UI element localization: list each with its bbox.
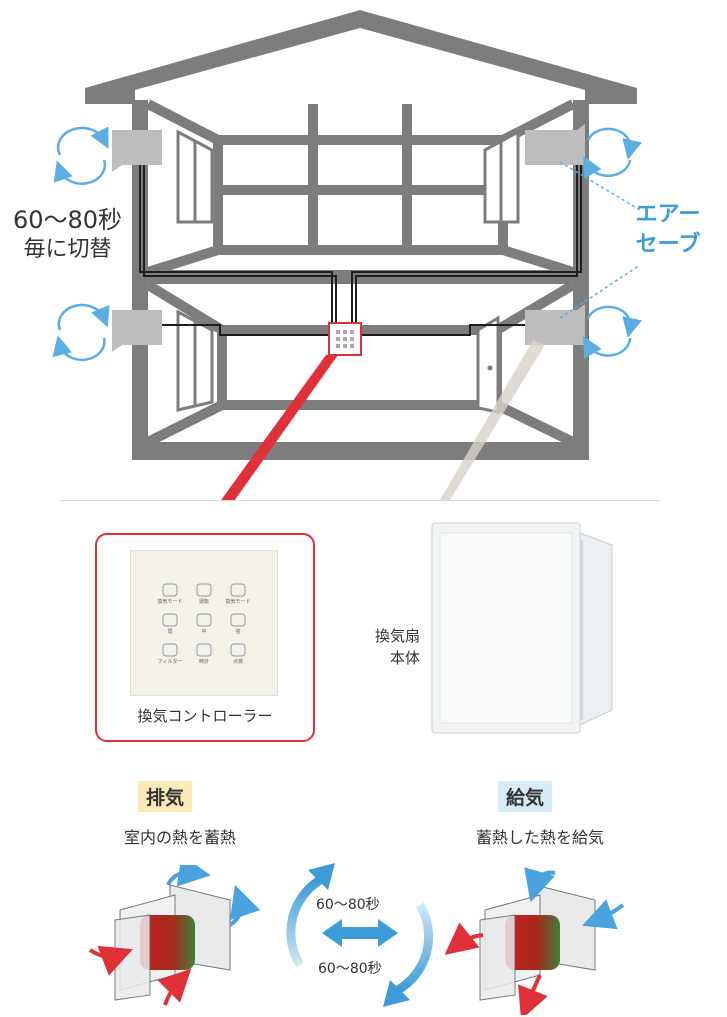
airsave-label: エアー セーブ xyxy=(618,200,718,260)
supply-subtitle: 蓄熱した熱を給気 xyxy=(475,828,604,847)
airsave-leaders xyxy=(559,161,641,319)
controller-button-icon xyxy=(162,583,178,597)
supply-unit-illustration xyxy=(445,867,625,1015)
foundation xyxy=(132,442,589,460)
windows xyxy=(176,129,520,414)
controller-marker-dots xyxy=(336,330,354,348)
upper-room xyxy=(145,99,576,277)
roof xyxy=(85,10,637,104)
cycle-arrows xyxy=(286,863,434,1007)
fan-label: 換気扇 本体 xyxy=(340,625,420,669)
controller-callout xyxy=(221,355,338,500)
fan-unit xyxy=(431,522,613,734)
controller-button-label: 運転 xyxy=(199,599,209,605)
controller-button-label: 中 xyxy=(201,628,206,635)
controller-button-label: 時計 xyxy=(199,658,209,665)
controller-button-label: フィルター xyxy=(158,658,183,665)
controller-button-icon xyxy=(230,613,246,627)
controller-label: 換気コントローラー xyxy=(137,707,273,725)
exhaust-subtitle: 室内の熱を蓄熱 xyxy=(123,828,236,847)
controller-button-icon xyxy=(230,643,246,657)
cycle-time-top: 60〜80秒 xyxy=(316,897,380,913)
section-divider xyxy=(60,500,660,501)
cycle-label-line1: 60〜80秒 xyxy=(12,206,123,234)
cycle-label-line2: 毎に切替 xyxy=(23,237,112,262)
fan-label-line1: 換気扇 xyxy=(374,627,420,645)
cycle-label: 60〜80秒 毎に切替 xyxy=(0,205,135,265)
airsave-label-line1: エアー xyxy=(635,202,701,227)
controller-button-icon xyxy=(196,613,212,627)
controller-button-icon xyxy=(230,583,246,597)
rotation-arrows xyxy=(52,126,642,362)
controller-button-label: 点検 xyxy=(233,658,243,665)
airsave-label-line2: セーブ xyxy=(635,232,701,257)
controller-button-label: 換気モード xyxy=(225,598,250,605)
house-diagram xyxy=(52,10,642,500)
controller-button-icon xyxy=(196,583,212,597)
controller-button-label: 弱 xyxy=(167,629,172,635)
controller-button-label: 換気モード xyxy=(157,598,182,605)
wall-fans xyxy=(112,124,585,352)
controller-button-icon xyxy=(162,643,178,657)
fan-label-line2: 本体 xyxy=(389,649,420,667)
controller-button-label: 強 xyxy=(235,628,240,635)
fan-callout xyxy=(440,340,545,500)
exhaust-unit-illustration xyxy=(88,865,261,1006)
controller-button-icon xyxy=(196,643,212,657)
supply-tag: 給気 xyxy=(498,781,553,812)
controller-button-icon xyxy=(162,613,178,627)
exhaust-tag: 排気 xyxy=(138,781,193,812)
wiring xyxy=(139,150,582,336)
cycle-time-bottom: 60〜80秒 xyxy=(318,961,382,977)
